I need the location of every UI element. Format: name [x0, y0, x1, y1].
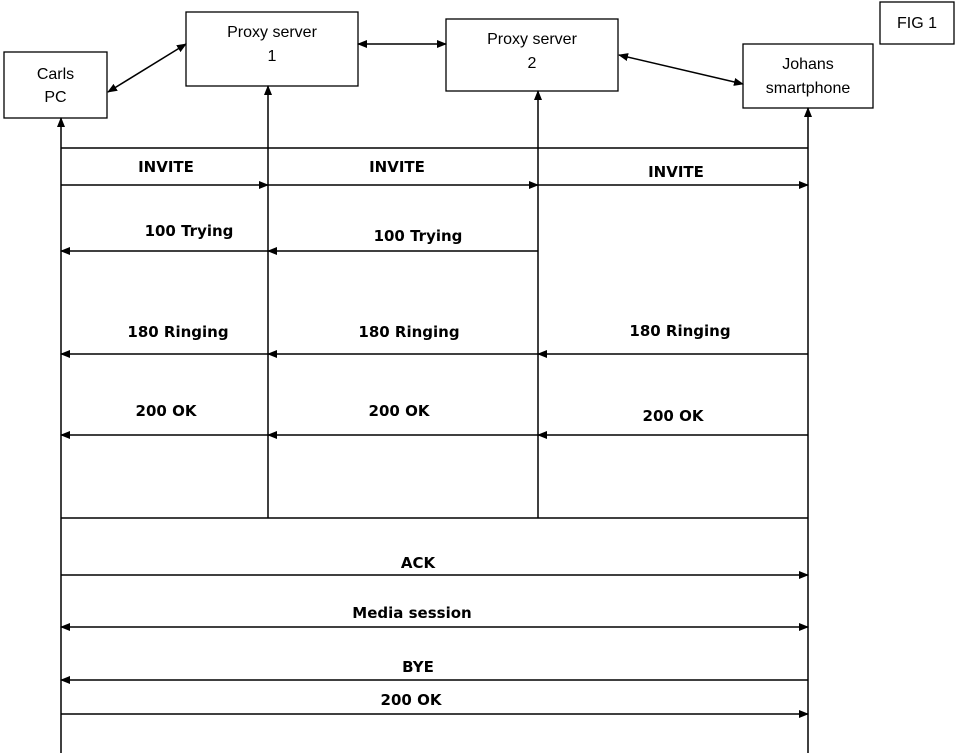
node-label-line: PC	[44, 89, 66, 106]
message-label: Media session	[352, 604, 471, 622]
node-proxy1: Proxy server 1	[185, 11, 359, 87]
messages-group: INVITE INVITE INVITE 100 Trying 100 Trying 18…	[60, 158, 809, 718]
node-label-line: Carls	[37, 66, 74, 83]
node-johans-smartphone: Johans smartphone	[742, 43, 874, 109]
message-label: INVITE	[138, 158, 194, 176]
message-label: 200 OK	[369, 402, 431, 420]
message-label: BYE	[402, 658, 434, 676]
message-label: INVITE	[648, 163, 704, 181]
message-label: 200 OK	[136, 402, 198, 420]
message-label: 180 Ringing	[358, 323, 459, 341]
node-label-line: Proxy server	[487, 31, 577, 48]
node-label-line: Johans	[782, 56, 834, 73]
node-proxy2: Proxy server 2	[445, 18, 619, 92]
figure-label: FIG 1	[879, 1, 955, 45]
message-label: 180 Ringing	[127, 323, 228, 341]
message-label: 200 OK	[643, 407, 705, 425]
node-label-line: 1	[268, 48, 277, 65]
message-label: 180 Ringing	[629, 322, 730, 340]
node-label-line: 2	[528, 55, 537, 72]
node-label-line: Proxy server	[227, 24, 317, 41]
message-label: 200 OK	[381, 691, 443, 709]
figure-label-text: FIG 1	[897, 15, 937, 32]
message-label: 100 Trying	[145, 222, 234, 240]
message-label: INVITE	[369, 158, 425, 176]
link-proxy2-johans	[618, 53, 744, 86]
message-label: 100 Trying	[374, 227, 463, 245]
message-label: ACK	[401, 554, 437, 572]
node-carls-pc: Carls PC	[3, 51, 108, 119]
link-carls-proxy1	[107, 43, 187, 93]
node-label-line: smartphone	[766, 80, 851, 97]
